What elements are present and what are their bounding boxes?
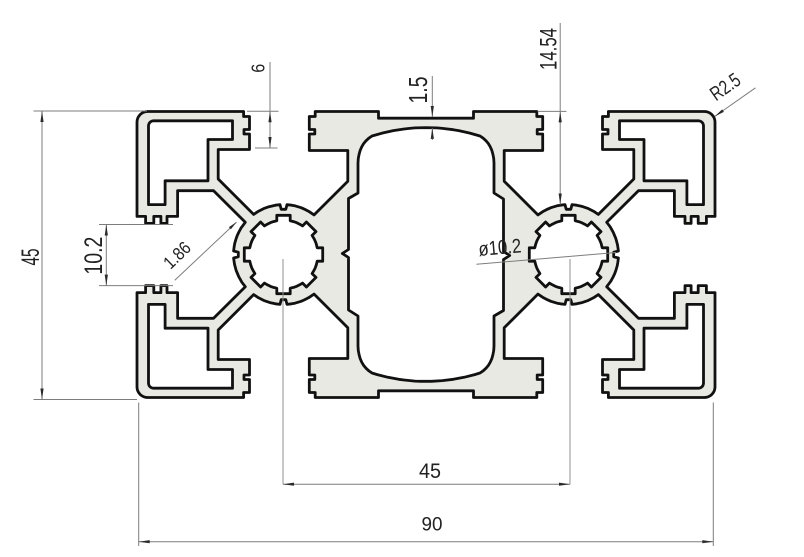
svg-text:1.86: 1.86	[159, 238, 194, 273]
svg-text:45: 45	[17, 249, 45, 266]
svg-text:1.5: 1.5	[403, 77, 433, 104]
svg-text:ø10.2: ø10.2	[478, 235, 523, 261]
svg-text:45: 45	[419, 460, 441, 483]
svg-text:90: 90	[422, 514, 443, 536]
svg-text:10.2: 10.2	[80, 237, 108, 275]
svg-text:R2.5: R2.5	[706, 69, 745, 105]
svg-text:6: 6	[249, 64, 269, 73]
svg-text:14.54: 14.54	[536, 28, 563, 70]
